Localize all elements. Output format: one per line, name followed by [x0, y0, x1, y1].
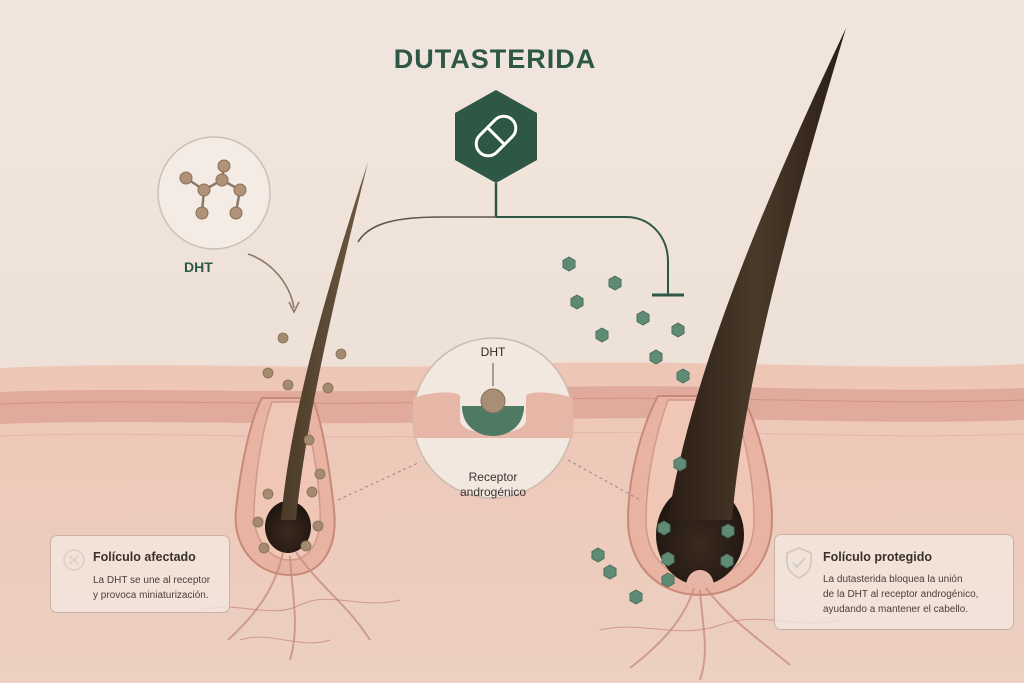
inhibition-connector-left — [357, 216, 496, 243]
dht-label: DHT — [184, 259, 213, 275]
drug-particle — [671, 322, 685, 338]
thick-hair — [668, 28, 846, 520]
card-line: de la DHT al receptor androgénico, — [823, 589, 979, 600]
diagram-title: DUTASTERIDA — [393, 44, 597, 74]
drug-particle — [661, 551, 675, 567]
card-title: Folículo afectado — [93, 550, 196, 564]
card-line: y provoca miniaturización. — [93, 590, 209, 601]
drug-particle — [661, 572, 675, 588]
affected-follicle-card: Folículo afectado La DHT se une al recep… — [50, 535, 230, 613]
dht-particles — [252, 332, 347, 554]
drug-particle — [673, 456, 687, 472]
drug-particle — [720, 553, 734, 569]
receptor-label-line1: Receptor — [468, 470, 518, 484]
inhibition-connector-right — [496, 216, 669, 295]
drug-particle — [562, 256, 576, 272]
left-roots — [227, 551, 371, 661]
card-line: La DHT se une al receptor — [93, 575, 211, 586]
inset-dht-label: DHT — [480, 345, 506, 359]
card-title: Folículo protegido — [823, 550, 933, 564]
left-follicle-bulb — [265, 501, 311, 553]
receptor-label: Receptor androgénico — [440, 470, 546, 500]
pill-icon — [474, 114, 518, 158]
card-line: ayudando a mantener el cabello. — [823, 604, 969, 615]
drug-particle — [608, 275, 622, 291]
right-roots — [629, 587, 791, 681]
drug-particles — [562, 256, 735, 605]
drug-particle — [649, 349, 663, 365]
drug-particle — [603, 564, 617, 580]
drug-particle — [676, 368, 690, 384]
left-capillaries — [199, 598, 401, 644]
thin-hair — [281, 162, 368, 520]
card-body: La dutasterida bloquea la unión de la DH… — [823, 572, 1008, 617]
drug-particle — [657, 520, 671, 536]
drug-particle — [721, 523, 735, 539]
receptor-label-line2: androgénico — [459, 485, 527, 499]
card-body: La DHT se une al receptor y provoca mini… — [93, 573, 210, 603]
drug-particle — [629, 589, 643, 605]
dht-on-receptor — [480, 388, 506, 414]
drug-particle — [636, 310, 650, 326]
protected-follicle-card: Folículo protegido La dutasterida bloque… — [774, 534, 1014, 630]
drug-particle — [591, 547, 605, 563]
drug-particle — [595, 327, 609, 343]
card-line: La dutasterida bloquea la unión — [823, 574, 963, 585]
dht-arrow — [247, 253, 295, 309]
drug-particle — [570, 294, 584, 310]
dht-molecule-circle — [157, 136, 271, 250]
